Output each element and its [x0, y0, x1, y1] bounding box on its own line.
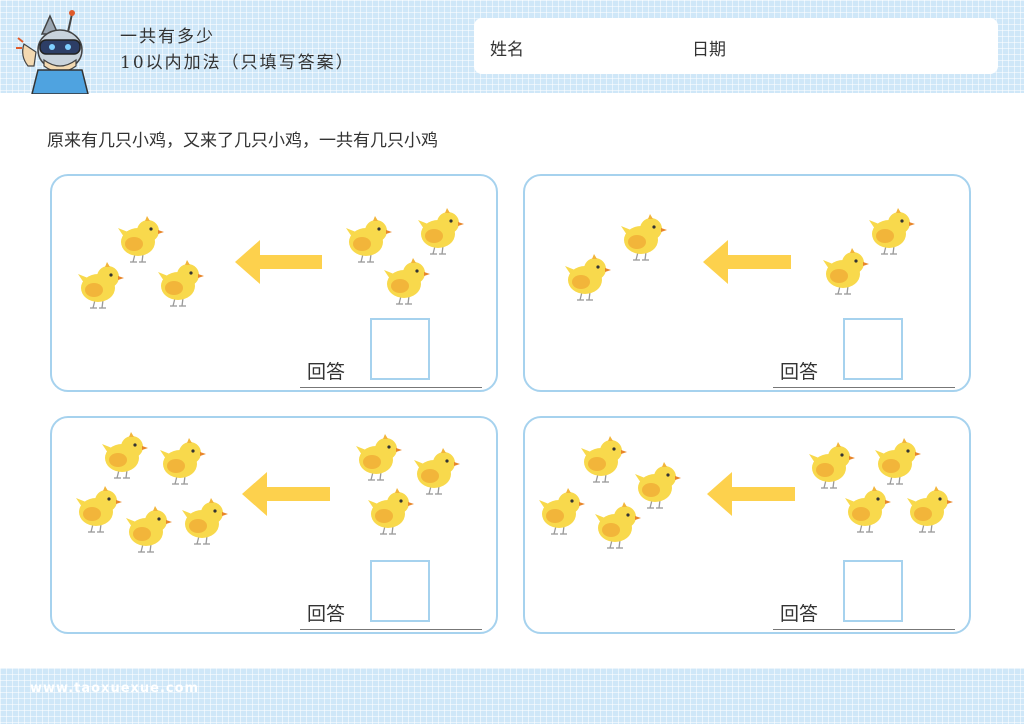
problem-3-scene [75, 431, 461, 553]
chick-icon [580, 435, 628, 483]
chick-icon [383, 257, 431, 305]
answer-label: 回答 [780, 361, 819, 383]
answer-box[interactable] [370, 560, 430, 622]
chick-icon [355, 433, 403, 481]
instruction-text: 原来有几只小鸡，又来了几只小鸡，一共有几只小鸡 [47, 131, 438, 151]
chick-icon [75, 485, 123, 533]
chick-icon [868, 207, 916, 255]
chick-icon [620, 213, 668, 261]
problem-card-2: 回答 [523, 174, 971, 392]
problem-1-scene [77, 207, 465, 309]
chick-icon [181, 497, 229, 545]
worksheet-title: 一共有多少 [120, 27, 215, 47]
answer-box[interactable] [843, 560, 903, 622]
chick-icon [538, 487, 586, 535]
chick-icon [808, 441, 856, 489]
chick-icon [906, 485, 954, 533]
chick-icon [367, 487, 415, 535]
chick-icon [125, 505, 173, 553]
chick-icon [844, 485, 892, 533]
answer-label: 回答 [307, 603, 346, 625]
arrow-left-icon [235, 240, 322, 284]
chick-icon [117, 215, 165, 263]
worksheet-subtitle: 10以内加法（只填写答案） [120, 53, 355, 73]
answer-underline [300, 629, 482, 630]
problem-card-1: 回答 [50, 174, 498, 392]
chick-icon [634, 461, 682, 509]
arrow-left-icon [707, 472, 795, 516]
problem-card-3: 回答 [50, 416, 498, 634]
chick-icon [822, 247, 870, 295]
arrow-left-icon [242, 472, 330, 516]
website-link[interactable]: www.taoxuexue.com [30, 681, 200, 696]
chick-icon [417, 207, 465, 255]
footer-band [0, 668, 1024, 724]
name-date-box: 姓名 日期 [474, 18, 998, 74]
chick-icon [413, 447, 461, 495]
answer-box[interactable] [370, 318, 430, 380]
chick-icon [159, 437, 207, 485]
robot-mascot-icon [16, 10, 89, 94]
answer-underline [773, 387, 955, 388]
arrow-left-icon [703, 240, 791, 284]
chick-icon [157, 259, 205, 307]
date-label: 日期 [692, 40, 726, 60]
answer-underline [773, 629, 955, 630]
problem-2-scene [564, 207, 916, 301]
problem-card-4: 回答 [523, 416, 971, 634]
chick-icon [874, 437, 922, 485]
chick-icon [345, 215, 393, 263]
answer-underline [300, 387, 482, 388]
problem-4-scene [538, 435, 954, 549]
chick-icon [564, 253, 612, 301]
chick-icon [594, 501, 642, 549]
answer-label: 回答 [307, 361, 346, 383]
chick-icon [77, 261, 125, 309]
answer-label: 回答 [780, 603, 819, 625]
chick-icon [101, 431, 149, 479]
answer-box[interactable] [843, 318, 903, 380]
name-label: 姓名 [490, 40, 524, 60]
